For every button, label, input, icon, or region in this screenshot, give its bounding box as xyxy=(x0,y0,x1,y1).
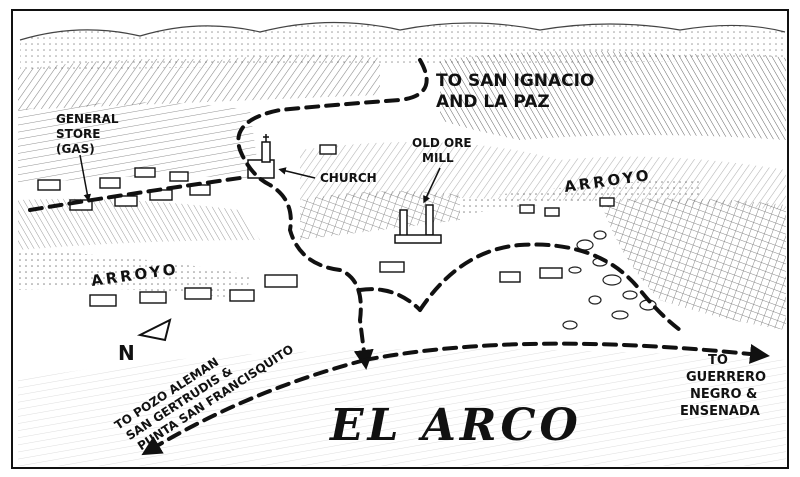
road-spur xyxy=(358,287,422,312)
hill-lower-left xyxy=(18,198,260,250)
map-title: EL ARCO xyxy=(328,400,582,451)
label-ore-mill-2: MILL xyxy=(422,151,454,165)
roads xyxy=(28,58,770,456)
houses xyxy=(37,144,615,307)
north-label: N xyxy=(118,341,135,365)
label-general-store-1: GENERAL xyxy=(56,112,119,126)
label-to-guerrero-2: GUERRERO xyxy=(686,370,766,385)
road-to-san-ignacio xyxy=(236,58,429,370)
label-to-guerrero-3: NEGRO & xyxy=(690,387,757,402)
road-town-west xyxy=(28,176,242,212)
leader-lines xyxy=(79,154,441,204)
ore-mill xyxy=(394,204,442,244)
hill-lower-right xyxy=(600,198,786,330)
label-general-store-3: (GAS) xyxy=(56,142,95,156)
road-loop-east xyxy=(418,242,682,332)
hill-top-left xyxy=(18,54,380,110)
hill-cliff xyxy=(300,191,460,240)
label-general-store-2: STORE xyxy=(56,127,100,141)
label-to-guerrero-1: TO xyxy=(708,353,728,368)
hill-top-right xyxy=(440,51,786,140)
label-ore-mill-1: OLD ORE xyxy=(412,136,472,150)
hill-middle-left xyxy=(18,102,260,185)
north-symbol xyxy=(136,318,172,342)
label-to-san-ignacio-1: TO SAN IGNACIO xyxy=(436,71,594,91)
label-church: CHURCH xyxy=(320,171,377,185)
label-to-san-ignacio-2: AND LA PAZ xyxy=(436,92,550,112)
road-main-east xyxy=(363,341,770,364)
road-main-west xyxy=(141,358,367,456)
plain-shading xyxy=(18,348,786,466)
label-to-guerrero-4: ENSENADA xyxy=(680,404,760,419)
